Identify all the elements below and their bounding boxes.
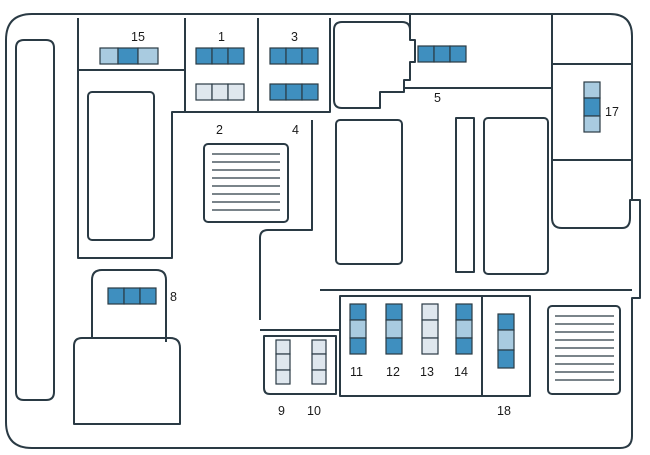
fuse-4 bbox=[269, 83, 319, 101]
relay-stripes bbox=[555, 315, 614, 381]
relay-module bbox=[333, 21, 416, 109]
partition-line bbox=[482, 295, 531, 397]
fuse-label-18: 18 bbox=[497, 404, 511, 418]
relay-striped-center bbox=[203, 143, 289, 223]
relay-striped-right bbox=[547, 305, 621, 395]
fuse-label-13: 13 bbox=[420, 365, 434, 379]
fuse-5 bbox=[417, 45, 467, 63]
relay-large-left bbox=[87, 91, 155, 241]
fuse-label-17: 17 bbox=[605, 105, 619, 119]
partition-line bbox=[259, 120, 313, 320]
fuse-label-10: 10 bbox=[307, 404, 321, 418]
fuse-label-11: 11 bbox=[350, 365, 363, 379]
fuse-label-2: 2 bbox=[216, 123, 223, 137]
fuse-10 bbox=[311, 339, 327, 385]
relay-tall-center bbox=[335, 119, 403, 265]
fuse-label-5: 5 bbox=[434, 91, 441, 105]
partition-line bbox=[77, 70, 185, 259]
fuse-8-relay bbox=[91, 269, 167, 342]
relay-lower-left bbox=[73, 337, 181, 425]
relay-tall-right-frame bbox=[455, 117, 475, 273]
fuse-label-1: 1 bbox=[218, 30, 225, 44]
relay-stripes bbox=[212, 153, 280, 211]
fuse-box-housing bbox=[5, 13, 641, 449]
fuse-15 bbox=[99, 47, 159, 65]
right-block bbox=[551, 160, 640, 229]
fuse-label-12: 12 bbox=[386, 365, 400, 379]
fuse-11 bbox=[349, 303, 367, 355]
fuse-label-14: 14 bbox=[454, 365, 468, 379]
fuse-3 bbox=[269, 47, 319, 65]
fuse-label-3: 3 bbox=[291, 30, 298, 44]
fuse-label-9: 9 bbox=[278, 404, 285, 418]
fuse-label-15: 15 bbox=[131, 30, 145, 44]
fuse-label-8: 8 bbox=[170, 290, 177, 304]
relay-tall-right bbox=[483, 117, 549, 275]
fuse-9-10-holder bbox=[263, 335, 337, 395]
partition-line bbox=[258, 18, 331, 113]
fuse-14 bbox=[455, 303, 473, 355]
fuse-1 bbox=[195, 47, 245, 65]
fuse-2 bbox=[195, 83, 245, 101]
fuse-8 bbox=[107, 287, 157, 305]
fuse-17 bbox=[583, 81, 601, 133]
fuse-12 bbox=[385, 303, 403, 355]
partition-line bbox=[184, 18, 259, 113]
fuse-label-4: 4 bbox=[292, 123, 299, 137]
fuse-18 bbox=[497, 313, 515, 369]
left-rail bbox=[15, 39, 55, 401]
bottom-fuse-bank bbox=[260, 295, 483, 397]
fuse-13 bbox=[421, 303, 439, 355]
fuse-9 bbox=[275, 339, 291, 385]
